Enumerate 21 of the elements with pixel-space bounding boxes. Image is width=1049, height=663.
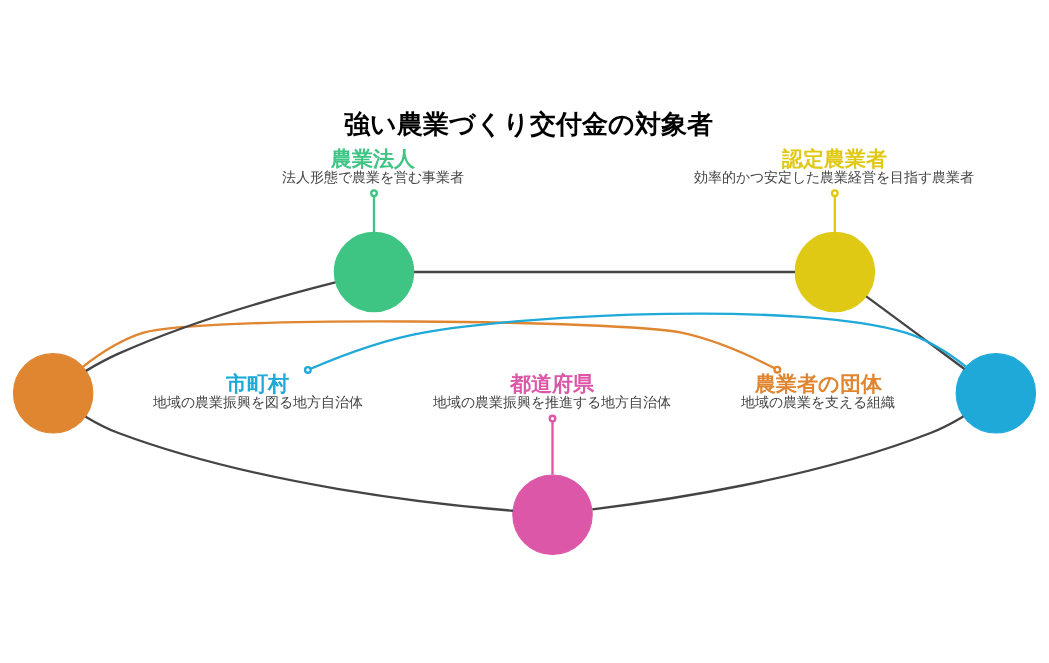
- connector: [82, 320, 782, 374]
- node-circle: [12, 353, 94, 434]
- connector: [85, 281, 336, 372]
- node-text: 都道府県 地域の農業振興を推進する地方自治体: [432, 372, 671, 410]
- connector: [85, 415, 514, 512]
- diagram-title: 強い農業づくり交付金の対象者: [344, 108, 714, 139]
- node-text: 農業者の団体 地域の農業を支える組織: [740, 372, 895, 410]
- connector: [370, 189, 378, 233]
- node-text: 市町村 地域の農業振興を図る地方自治体: [152, 372, 363, 410]
- node-circle: [794, 231, 876, 313]
- node-circle: [955, 353, 1037, 434]
- connector: [865, 295, 966, 370]
- connector: [592, 415, 964, 511]
- connector: [303, 312, 967, 374]
- connector: [548, 414, 557, 475]
- connector: [414, 270, 795, 274]
- node-text: 認定農業者 効率的かつ安定した農業経営を目指す農業者: [694, 147, 975, 185]
- connector: [830, 189, 839, 233]
- node-circle: [512, 474, 593, 555]
- node-text: 農業法人 法人形態で農業を営む事業者: [282, 147, 465, 185]
- node-circle: [333, 231, 415, 313]
